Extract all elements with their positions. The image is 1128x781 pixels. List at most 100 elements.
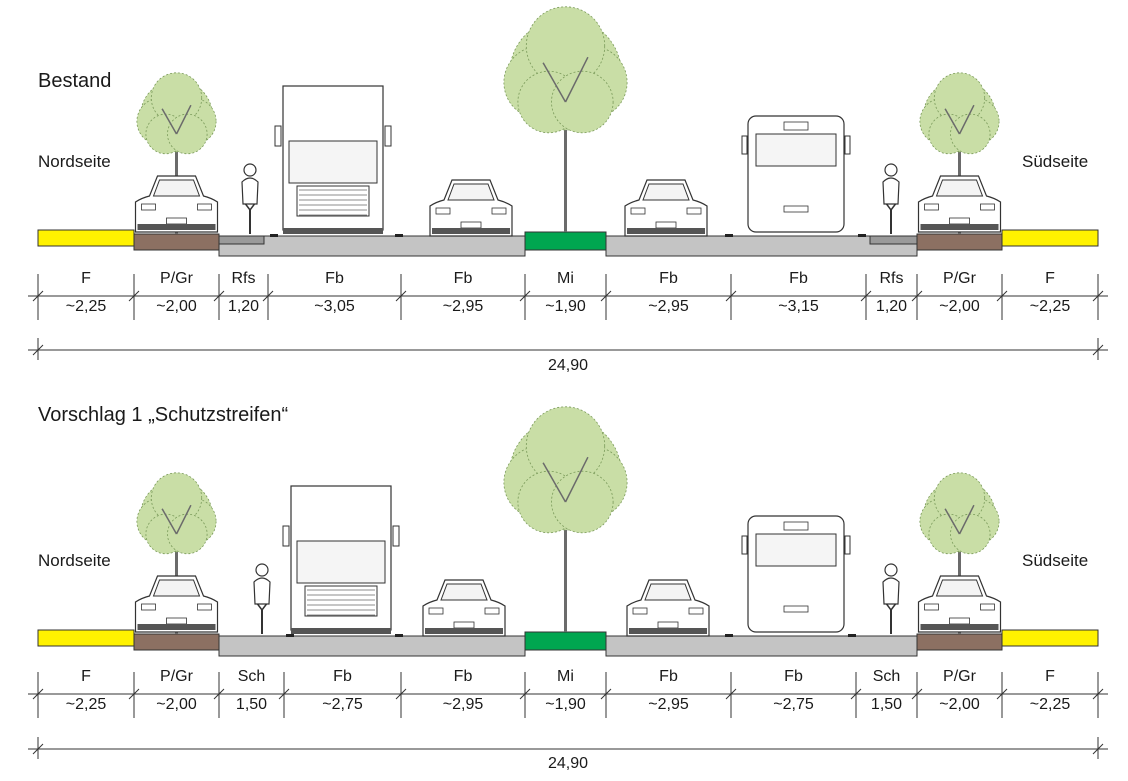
tree-foliage bbox=[167, 113, 208, 155]
segment-width-label: ~2,95 bbox=[648, 696, 689, 713]
footway-left bbox=[37, 229, 135, 247]
dimension-slash bbox=[911, 688, 923, 700]
north-side-label: Nordseite bbox=[38, 551, 111, 570]
bus-plate bbox=[783, 205, 809, 213]
cyclist-body bbox=[882, 177, 900, 205]
car-headlight bbox=[632, 607, 648, 615]
segment-width-label: ~3,15 bbox=[778, 298, 819, 315]
parking-green-right bbox=[916, 233, 1003, 251]
tree-branch bbox=[542, 62, 567, 103]
dimension-slash bbox=[519, 688, 531, 700]
truck-bumper bbox=[291, 628, 391, 634]
footway-right bbox=[1001, 629, 1099, 647]
car-plate bbox=[460, 221, 482, 229]
car-headlight bbox=[141, 203, 156, 211]
truck-mirror bbox=[274, 125, 282, 147]
car-icon bbox=[624, 179, 708, 237]
dimension-slash bbox=[128, 290, 140, 302]
total-width-label: 24,90 bbox=[547, 755, 589, 772]
cyclist-icon bbox=[882, 563, 900, 634]
car-icon bbox=[134, 175, 219, 233]
dimension-slash bbox=[996, 688, 1008, 700]
truck-icon bbox=[282, 485, 400, 634]
cyclist-body bbox=[253, 577, 271, 605]
car-plate bbox=[166, 217, 187, 225]
car-windshield bbox=[152, 579, 201, 597]
car-icon bbox=[422, 579, 506, 637]
segment-width-label: ~2,00 bbox=[939, 298, 980, 315]
truck-mirror bbox=[392, 525, 400, 547]
tree-icon bbox=[919, 472, 1000, 634]
car-windshield bbox=[642, 183, 690, 201]
dimension-slash bbox=[1092, 688, 1104, 700]
tree-branch bbox=[542, 462, 567, 503]
segment-width-label: 1,20 bbox=[875, 298, 908, 315]
segment-code-label: Sch bbox=[237, 668, 266, 685]
car-headlight bbox=[924, 603, 939, 611]
segment-width-label: 1,20 bbox=[227, 298, 260, 315]
segment-code-label: Fb bbox=[789, 270, 808, 287]
car-bumper bbox=[920, 624, 999, 630]
roadway-south bbox=[605, 635, 918, 657]
lane-marking bbox=[395, 634, 403, 637]
tree-icon bbox=[919, 72, 1000, 234]
segment-width-label: ~1,90 bbox=[545, 298, 586, 315]
median-strip bbox=[524, 231, 607, 251]
dimension-slash bbox=[262, 290, 274, 302]
dimension-slash bbox=[600, 290, 612, 302]
segment-width-label: ~2,00 bbox=[939, 696, 980, 713]
dimension-slash bbox=[725, 688, 737, 700]
tree-branch bbox=[564, 456, 589, 503]
segment-code-label: Rfs bbox=[231, 270, 256, 287]
bus-icon bbox=[741, 515, 851, 633]
cyclist-body bbox=[882, 577, 900, 605]
segment-code-label: F bbox=[81, 668, 91, 685]
bus-icon bbox=[741, 115, 851, 233]
car-headlight bbox=[686, 207, 702, 215]
car-windshield bbox=[644, 583, 692, 601]
lane-marking bbox=[848, 634, 856, 637]
segment-code-label: F bbox=[1045, 668, 1055, 685]
car-bumper bbox=[432, 228, 510, 234]
segment-code-label: Sch bbox=[872, 668, 901, 685]
bicycle-frame bbox=[243, 201, 257, 212]
car-icon bbox=[917, 575, 1002, 633]
total-width-label: 24,90 bbox=[547, 357, 589, 374]
segment-code-label: Fb bbox=[659, 668, 678, 685]
car-plate bbox=[655, 221, 677, 229]
truck-grille bbox=[296, 185, 370, 217]
segment-width-label: 1,50 bbox=[870, 696, 903, 713]
segment-width-label: ~2,75 bbox=[773, 696, 814, 713]
car-icon bbox=[917, 175, 1002, 233]
cyclist-icon bbox=[882, 163, 900, 234]
segment-code-label: Mi bbox=[557, 668, 574, 685]
tree-branch bbox=[944, 108, 961, 135]
cycle-track-right bbox=[869, 235, 918, 245]
tree-foliage bbox=[551, 470, 614, 534]
car-plate bbox=[657, 621, 679, 629]
car-icon bbox=[134, 575, 219, 633]
segment-width-label: ~1,90 bbox=[545, 696, 586, 713]
lane-marking bbox=[395, 234, 403, 237]
dimension-slash bbox=[600, 688, 612, 700]
car-bumper bbox=[629, 628, 707, 634]
segment-code-label: Fb bbox=[325, 270, 344, 287]
bus-mirror bbox=[844, 535, 851, 555]
segment-code-label: P/Gr bbox=[943, 668, 976, 685]
dimension-slash bbox=[395, 688, 407, 700]
total-dimension-slash bbox=[1092, 344, 1104, 356]
segment-code-label: Rfs bbox=[879, 270, 904, 287]
car-windshield bbox=[440, 583, 488, 601]
segment-code-label: Fb bbox=[333, 668, 352, 685]
bus-mirror bbox=[741, 535, 748, 555]
car-bumper bbox=[920, 224, 999, 230]
truck-windshield bbox=[288, 140, 378, 184]
car-bumper bbox=[627, 228, 705, 234]
truck-mirror bbox=[282, 525, 290, 547]
segment-width-label: ~2,95 bbox=[648, 298, 689, 315]
segment-code-label: P/Gr bbox=[160, 668, 193, 685]
lane-marking bbox=[286, 634, 294, 637]
car-headlight bbox=[980, 203, 995, 211]
segment-code-label: Fb bbox=[659, 270, 678, 287]
